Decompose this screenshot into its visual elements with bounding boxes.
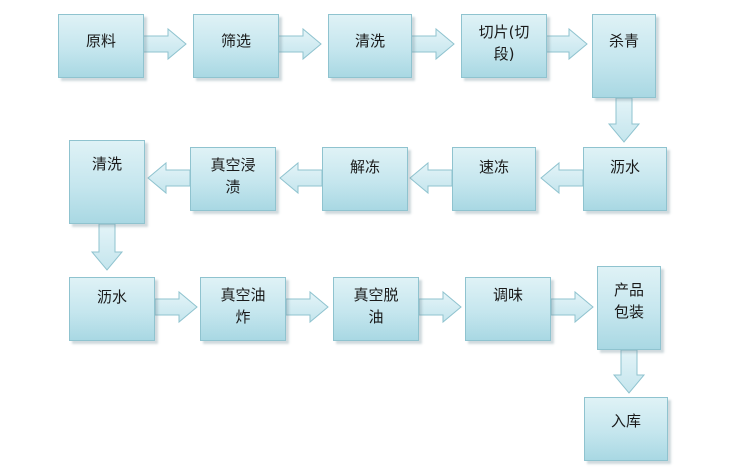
step-label: 调味 — [492, 286, 523, 304]
flow-arrow-14 — [550, 290, 594, 324]
step-label: 真空浸渍 — [210, 156, 256, 196]
flow-arrow-15 — [612, 349, 646, 394]
step-vacuum-impregnation: 真空浸渍 — [190, 147, 276, 211]
step-label: 入库 — [610, 412, 641, 430]
step-label: 沥水 — [96, 288, 127, 306]
step-label: 产品包装 — [613, 281, 644, 321]
flow-arrow-4 — [544, 27, 588, 61]
step-draining-2: 沥水 — [69, 277, 155, 341]
flow-arrow-11 — [154, 290, 198, 324]
step-washing-2: 清洗 — [69, 140, 145, 224]
step-washing-1: 清洗 — [328, 14, 412, 78]
step-blanching: 杀青 — [592, 14, 656, 98]
flow-arrow-10 — [90, 223, 124, 271]
step-label: 清洗 — [354, 32, 385, 50]
step-vacuum-frying: 真空油炸 — [200, 277, 286, 341]
step-warehousing: 入库 — [584, 397, 668, 461]
step-vacuum-deoiling: 真空脱油 — [333, 277, 419, 341]
flow-arrow-13 — [418, 290, 462, 324]
step-slicing: 切片(切段) — [461, 14, 547, 78]
step-seasoning: 调味 — [465, 277, 551, 341]
flow-arrow-1 — [141, 27, 187, 61]
step-label: 真空脱油 — [353, 286, 399, 326]
step-label: 原料 — [85, 32, 116, 50]
flow-arrow-8 — [279, 161, 323, 195]
step-screening: 筛选 — [193, 14, 279, 78]
step-raw-material: 原料 — [58, 14, 144, 78]
flow-arrow-12 — [285, 290, 329, 324]
flow-arrow-5 — [607, 97, 641, 143]
step-thawing: 解冻 — [322, 147, 408, 211]
step-label: 筛选 — [220, 32, 251, 50]
step-label: 解冻 — [349, 158, 380, 176]
step-label: 速冻 — [478, 158, 509, 176]
step-label: 切片(切段) — [478, 23, 530, 63]
step-label: 沥水 — [609, 158, 640, 176]
flow-arrow-3 — [409, 27, 455, 61]
step-quick-freezing: 速冻 — [452, 147, 536, 211]
step-packaging: 产品包装 — [597, 266, 661, 350]
step-label: 清洗 — [91, 155, 122, 173]
flow-arrow-9 — [147, 161, 191, 195]
step-draining-1: 沥水 — [583, 147, 667, 211]
flow-arrow-6 — [540, 161, 584, 195]
flow-arrow-7 — [409, 161, 453, 195]
flow-arrow-2 — [276, 27, 322, 61]
step-label: 真空油炸 — [220, 286, 266, 326]
step-label: 杀青 — [608, 32, 639, 50]
